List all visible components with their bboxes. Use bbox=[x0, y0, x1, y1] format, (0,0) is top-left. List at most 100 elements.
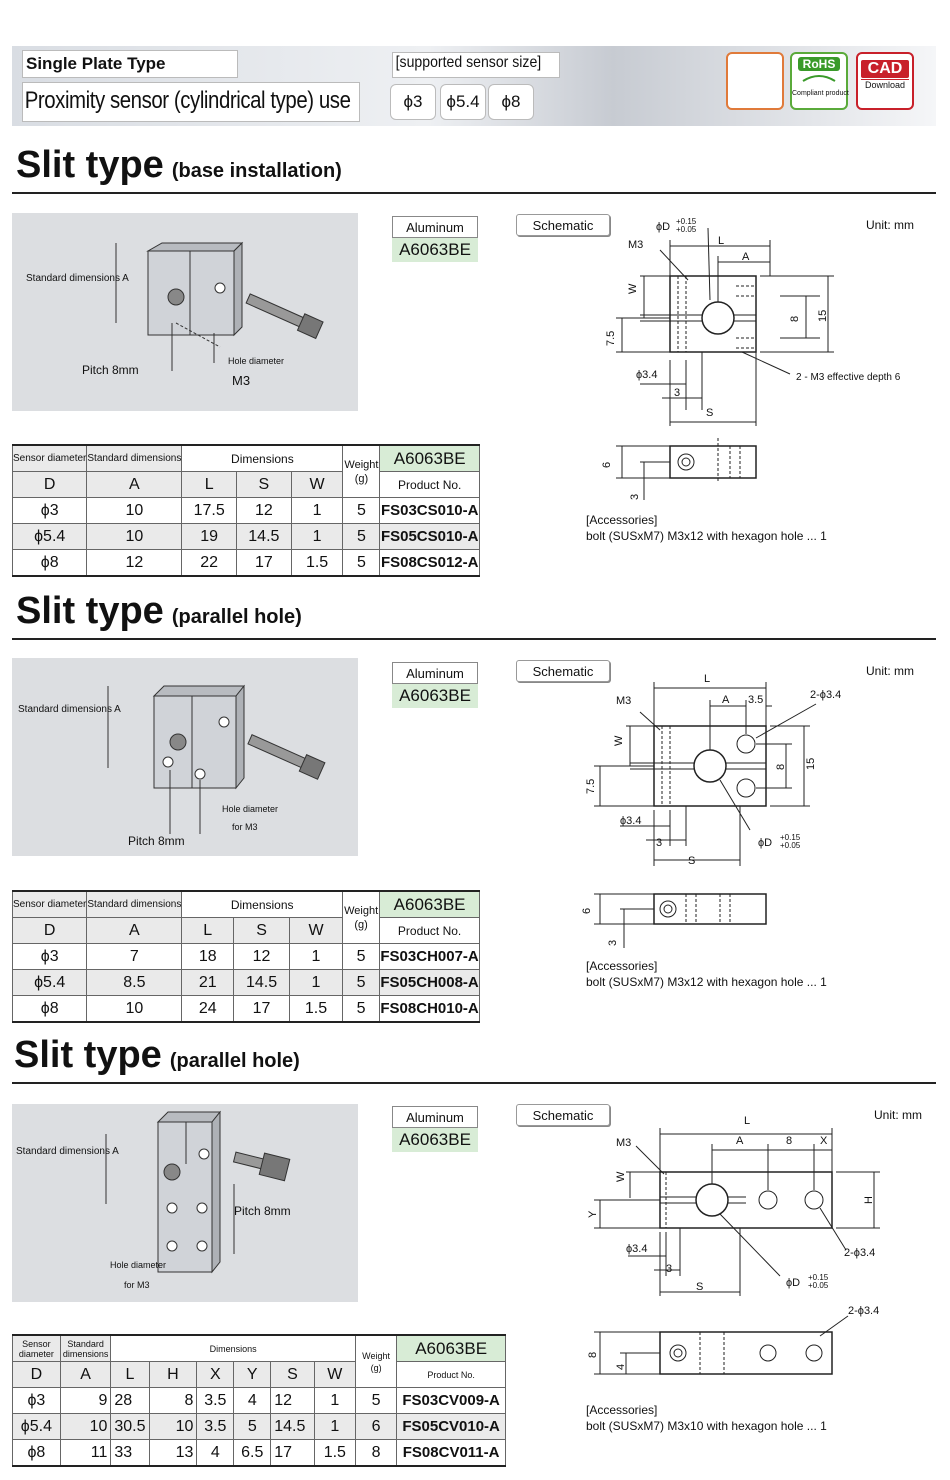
hdr-weight: Weight(g) bbox=[342, 444, 381, 498]
col-S: S bbox=[270, 1361, 315, 1388]
schematic-drawing-1: ϕD +0.15 +0.05 M3 L A W 15 8 7.5 ϕ3.4 3 … bbox=[601, 217, 900, 500]
hdr-material: A6063BE bbox=[379, 444, 480, 472]
type-label-box: Single Plate Type bbox=[22, 50, 238, 78]
accessories-label-2: [Accessories] bbox=[586, 959, 658, 973]
col-D: D bbox=[12, 1361, 61, 1388]
table-cell: 1 bbox=[290, 523, 344, 550]
table-cell: 5 bbox=[342, 995, 381, 1023]
table-cell: 6.5 bbox=[233, 1439, 272, 1467]
table-cell: 7 bbox=[86, 943, 183, 970]
d1-phiD: ϕD bbox=[656, 221, 670, 233]
d1-tap: 2 - M3 effective depth 6 bbox=[796, 372, 900, 383]
table-cell: 5 bbox=[233, 1413, 272, 1440]
table-cell: ϕ3 bbox=[11, 497, 88, 524]
d1-m3: M3 bbox=[628, 239, 643, 251]
section-1-rule bbox=[12, 192, 936, 194]
d3-side8: 8 bbox=[587, 1352, 599, 1358]
schematic-label-1: Schematic bbox=[516, 214, 610, 236]
hdr-material: A6063BE bbox=[396, 1334, 506, 1362]
col-L: L bbox=[110, 1361, 150, 1388]
accessories-2: [Accessories] bolt (SUSxM7) M3x12 with h… bbox=[586, 958, 827, 990]
table-cell: 10 bbox=[86, 995, 183, 1023]
pitch-label-1: Pitch 8mm bbox=[82, 363, 139, 377]
table-cell: 1.5 bbox=[288, 995, 344, 1023]
d3-holes-1: 2-ϕ3.4 bbox=[844, 1247, 875, 1259]
table-cell: FS05CH008-A bbox=[379, 969, 480, 996]
pitch-label-2: Pitch 8mm bbox=[128, 834, 185, 848]
accessories-label-3: [Accessories] bbox=[586, 1403, 658, 1417]
col-L: L bbox=[181, 917, 235, 944]
material-name-3: Aluminum bbox=[392, 1106, 478, 1128]
table-cell: 6 bbox=[354, 1413, 398, 1440]
schematic-drawing-2: L A 3.5 2-ϕ3.4 M3 W 8 15 7.5 ϕ3.4 3 S ϕD… bbox=[581, 673, 841, 948]
table-cell: 21 bbox=[181, 969, 235, 996]
schematic-label-3: Schematic bbox=[516, 1104, 610, 1126]
d2-h75: 7.5 bbox=[585, 779, 597, 794]
table-cell: 13 bbox=[148, 1439, 198, 1467]
table-cell: 33 bbox=[110, 1439, 150, 1467]
table-cell: 10 bbox=[148, 1413, 198, 1440]
d2-side6: 6 bbox=[581, 908, 593, 914]
col-W: W bbox=[313, 1361, 356, 1388]
table-cell: 1 bbox=[313, 1387, 356, 1414]
material-name-1: Aluminum bbox=[392, 216, 478, 238]
table-cell: 3.5 bbox=[196, 1387, 235, 1414]
d2-tol-up: +0.15 bbox=[780, 833, 801, 842]
schematic-label-2: Schematic bbox=[516, 660, 610, 682]
table-cell: 18 bbox=[181, 943, 235, 970]
col-Y: Y bbox=[233, 1361, 272, 1388]
d1-d3: 3 bbox=[674, 387, 680, 399]
d3-d3: 3 bbox=[666, 1263, 672, 1275]
col-L: L bbox=[181, 471, 238, 498]
std-dim-label-3: Standard dimensions A bbox=[16, 1146, 119, 1157]
col-X: X bbox=[196, 1361, 235, 1388]
d2-S: S bbox=[688, 855, 695, 867]
d1-side3: 3 bbox=[629, 494, 641, 500]
table-cell: 17 bbox=[233, 995, 290, 1023]
hdr-sensor-diameter: Sensor diameter bbox=[12, 1334, 61, 1362]
d3-H: H bbox=[863, 1196, 875, 1204]
section-2-rule bbox=[12, 638, 936, 640]
d3-d8: 8 bbox=[786, 1135, 792, 1147]
col-A: A bbox=[86, 917, 183, 944]
d3-W: W bbox=[615, 1171, 627, 1182]
table-cell: 8.5 bbox=[86, 969, 183, 996]
sensor-size-label-box: [supported sensor size] bbox=[392, 52, 560, 78]
table-cell: FS08CV011-A bbox=[396, 1439, 506, 1467]
hole-size-label-1: M3 bbox=[232, 373, 251, 388]
d3-m3: M3 bbox=[616, 1137, 631, 1149]
accessories-text-1: bolt (SUSxM7) M3x12 with hexagon hole ..… bbox=[586, 529, 827, 543]
col-product-no: Product No. bbox=[379, 917, 480, 944]
table-cell: 28 bbox=[110, 1387, 150, 1414]
table-cell: ϕ3 bbox=[12, 1387, 61, 1414]
unit-label-3: Unit: mm bbox=[874, 1108, 922, 1122]
table-cell: 17 bbox=[270, 1439, 315, 1467]
hdr-dimensions: Dimensions bbox=[181, 444, 344, 472]
material-code-2: A6063BE bbox=[392, 684, 478, 708]
d2-side3: 3 bbox=[607, 940, 619, 946]
d2-holes: 2-ϕ3.4 bbox=[810, 689, 841, 701]
accessories-3: [Accessories] bolt (SUSxM7) M3x10 with h… bbox=[586, 1402, 827, 1434]
table-cell: 12 bbox=[233, 943, 290, 970]
table-cell: 10 bbox=[86, 523, 183, 550]
d1-S: S bbox=[706, 407, 713, 419]
product-photo-1: Standard dimensions A Pitch 8mm Hole dia… bbox=[12, 213, 358, 411]
hdr-sensor-diameter: Sensor diameter bbox=[11, 444, 88, 472]
d1-h75: 7.5 bbox=[605, 331, 617, 346]
table-cell: 24 bbox=[181, 995, 235, 1023]
d2-m3: M3 bbox=[616, 695, 631, 707]
table-cell: 17.5 bbox=[181, 497, 238, 524]
col-S: S bbox=[236, 471, 292, 498]
col-D: D bbox=[11, 917, 88, 944]
table-cell: 1 bbox=[290, 497, 344, 524]
spec-table-2: Sensor diameter Standard dimensions Dime… bbox=[11, 890, 480, 1023]
table-cell: ϕ5.4 bbox=[11, 523, 88, 550]
table-cell: 5 bbox=[342, 497, 381, 524]
holder-illustration-3 bbox=[105, 1110, 291, 1274]
cad-download-badge[interactable]: CAD Download bbox=[856, 52, 914, 110]
sensor-size-label: [supported sensor size] bbox=[395, 54, 542, 71]
